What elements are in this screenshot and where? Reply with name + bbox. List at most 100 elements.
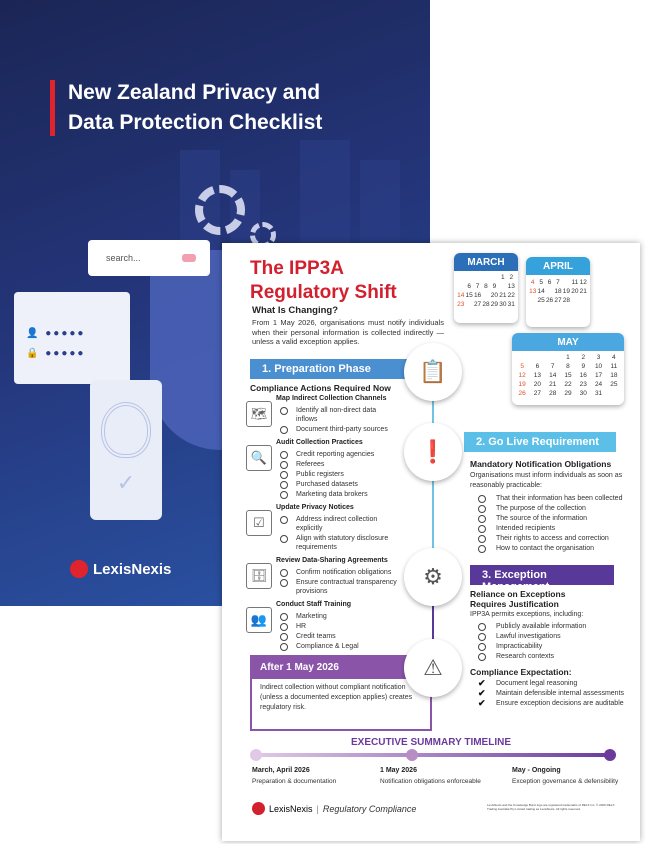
expectation-item: ✔Ensure exception decisions are auditabl… [478, 699, 638, 709]
what-heading: What Is Changing? [252, 305, 339, 316]
calendar-day: 21 [579, 288, 587, 295]
calendar-day: 12 [518, 372, 526, 379]
calendar-day [515, 354, 529, 362]
calendar-day [499, 283, 506, 291]
checkbox[interactable] [478, 535, 486, 543]
checkbox[interactable] [280, 481, 288, 489]
after-box: After 1 May 2026 Indirect collection wit… [250, 655, 432, 731]
checklist-item[interactable]: Credit teams [276, 632, 398, 642]
checkbox[interactable] [280, 613, 288, 621]
item-label: Public registers [296, 471, 344, 478]
calendar-day: 14 [457, 292, 465, 299]
checkbox[interactable] [478, 653, 486, 661]
checkbox[interactable] [280, 407, 288, 415]
calendar-day [457, 274, 464, 282]
checklist-item[interactable]: Marketing [276, 612, 398, 622]
calendar-day: 18 [554, 288, 562, 295]
calendar-day: 27 [554, 297, 562, 304]
checklist-item[interactable]: Compliance & Legal [276, 642, 398, 652]
checklist-item[interactable]: Public registers [276, 470, 398, 480]
checklist-item[interactable]: Align with statutory disclosure requirem… [276, 534, 398, 553]
calendar-day: 30 [579, 390, 587, 397]
timeline-point [406, 749, 418, 761]
checkbox[interactable] [280, 623, 288, 631]
checkbox[interactable] [478, 495, 486, 503]
checklist-item[interactable]: Marketing data brokers [276, 490, 398, 500]
checkbox[interactable] [478, 505, 486, 513]
calendar-day: 6 [467, 283, 471, 290]
checklist-item[interactable]: Document third-party sources [276, 425, 398, 435]
calendar-day: 14 [537, 288, 545, 295]
calendar-day: 3 [596, 354, 601, 361]
checklist-item[interactable]: Credit reporting agencies [276, 450, 398, 460]
checklist-item[interactable]: Intended recipients [478, 524, 636, 534]
item-label: Purchased datasets [296, 481, 358, 488]
item-label: Confirm notification obligations [296, 569, 392, 576]
checklist-item[interactable]: The source of the information [478, 514, 636, 524]
checkbox[interactable] [280, 516, 288, 524]
expectation-item: ✔Document legal reasoning [478, 679, 638, 689]
calendar-day: 21 [499, 292, 507, 299]
checkbox[interactable] [280, 643, 288, 651]
checkbox[interactable] [280, 535, 288, 543]
calendar-day: 4 [612, 354, 616, 361]
checkbox[interactable] [280, 471, 288, 479]
connector-line [432, 393, 434, 693]
checkbox[interactable] [478, 643, 486, 651]
checklist-item[interactable]: HR [276, 622, 398, 632]
checklist-item[interactable]: Purchased datasets [276, 480, 398, 490]
item-label: Publicly available information [496, 623, 587, 630]
checklist-item[interactable]: How to contact the organisation [478, 544, 636, 554]
calendar-day: 12 [579, 279, 587, 286]
checkbox[interactable] [280, 451, 288, 459]
calendar-day: 25 [537, 297, 545, 304]
item-label: Ensure contractual transparency provisio… [296, 579, 397, 595]
checklist-item[interactable]: Identify all non-direct data inflows [276, 406, 398, 425]
checkbox[interactable] [280, 426, 288, 434]
checkbox[interactable] [280, 633, 288, 641]
group-icon: 🗺 [246, 401, 272, 427]
calendar-day: 5 [539, 279, 543, 286]
calendar-day [563, 279, 570, 287]
checkbox[interactable] [280, 461, 288, 469]
checkbox[interactable] [478, 623, 486, 631]
checklist-item[interactable]: Address indirect collection explicitly [276, 515, 398, 534]
footer-legal: LexisNexis and the Knowledge Burst logo … [487, 803, 615, 811]
calendar-day: 30 [499, 301, 507, 308]
checkbox[interactable] [478, 525, 486, 533]
checklist-item[interactable]: Publicly available information [478, 622, 636, 632]
checklist-item[interactable]: Research contexts [478, 652, 636, 662]
item-label: Intended recipients [496, 525, 556, 532]
calendar-day: 7 [556, 279, 560, 286]
item-label: Marketing data brokers [296, 491, 368, 498]
checkbox[interactable] [280, 491, 288, 499]
checkbox[interactable] [478, 515, 486, 523]
item-label: The purpose of the collection [496, 505, 586, 512]
checklist-item[interactable]: The purpose of the collection [478, 504, 636, 514]
checklist-item[interactable]: Referees [276, 460, 398, 470]
phase-1-banner: 1. Preparation Phase [250, 359, 410, 379]
checkbox[interactable] [478, 545, 486, 553]
checkbox[interactable] [280, 579, 288, 587]
calendar-day: 10 [594, 363, 603, 370]
checklist-item[interactable]: Their rights to access and correction [478, 534, 636, 544]
checklist-item[interactable]: Confirm notification obligations [276, 568, 398, 578]
calendar-day: 28 [562, 297, 571, 304]
calendar-day [465, 301, 472, 309]
fingerprint-icon [101, 402, 151, 458]
checklist-item[interactable]: Ensure contractual transparency provisio… [276, 578, 398, 597]
item-label: Their rights to access and correction [496, 535, 609, 542]
item-label: The source of the information [496, 515, 588, 522]
alert-clipboard-icon: ❗ [404, 423, 462, 481]
calendar-day: 1 [501, 274, 505, 281]
checklist-item[interactable]: That their information has been collecte… [478, 494, 636, 504]
checklist-item[interactable]: Impracticability [478, 642, 636, 652]
checkbox[interactable] [478, 633, 486, 641]
checkbox[interactable] [280, 569, 288, 577]
connector-line [432, 573, 434, 663]
group-title: Map Indirect Collection Channels [276, 395, 387, 402]
item-label: Align with statutory disclosure requirem… [296, 535, 389, 551]
checklist-item[interactable]: Lawful investigations [478, 632, 636, 642]
